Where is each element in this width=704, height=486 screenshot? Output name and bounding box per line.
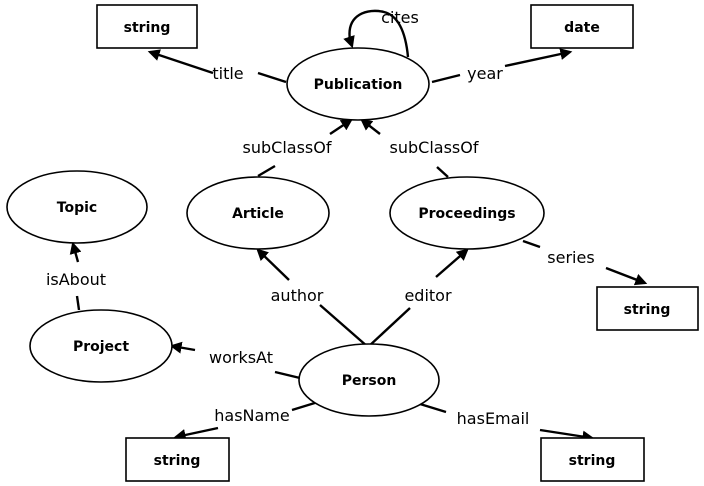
edge-editor-label: editor <box>404 286 452 305</box>
edge-author-line <box>256 248 290 281</box>
edge-title-line <box>147 49 214 75</box>
node-topic: Topic <box>6 170 148 244</box>
edge-hasname-line-tail <box>291 400 319 412</box>
edge-year-label: year <box>467 64 503 83</box>
edge-hasname-line <box>173 426 219 441</box>
edge-series-line-tail <box>522 239 541 249</box>
edge-author-line-tail <box>319 304 369 348</box>
edge-editor-line-tail <box>367 307 411 348</box>
edge-isabout-label: isAbout <box>46 270 106 289</box>
literal-year-box: date <box>530 4 634 49</box>
literal-title-box: string <box>96 4 198 49</box>
edge-subclassof-article-line <box>257 164 276 178</box>
literal-series-box: string <box>596 286 699 331</box>
literal-hasemail-label: string <box>569 453 616 469</box>
literal-title-label: string <box>124 20 171 36</box>
edge-isabout-line-tail <box>75 295 81 311</box>
edge-hasemail-line <box>539 428 595 443</box>
node-project-label: Project <box>73 339 129 355</box>
edge-worksat-label: worksAt <box>209 348 273 367</box>
edge-subclassof-proceedings-line-head <box>360 118 381 135</box>
edge-editor-line <box>435 248 469 278</box>
node-article-label: Article <box>232 206 284 222</box>
edge-author-label: author <box>271 286 324 305</box>
node-person-label: Person <box>342 373 397 389</box>
edge-isabout-line <box>69 241 82 263</box>
edge-subclassof-article-line-head <box>329 118 353 135</box>
edge-hasname-label: hasName <box>214 406 289 425</box>
literal-series-label: string <box>624 302 671 318</box>
node-publication: Publication <box>286 47 430 121</box>
edge-subclassof-article-label: subClassOf <box>243 138 332 157</box>
literal-hasname-label: string <box>154 453 201 469</box>
edge-worksat-line-tail <box>274 370 301 380</box>
node-topic-label: Topic <box>57 200 97 216</box>
edge-year-line <box>504 48 573 68</box>
edge-title-line-tail <box>257 71 287 84</box>
edge-cites-loop <box>343 9 410 58</box>
edge-year-line-tail <box>431 73 461 84</box>
edge-cites-label: cites <box>381 8 419 27</box>
edge-series-line <box>605 266 648 286</box>
edge-hasemail-line-tail <box>419 402 447 414</box>
edge-worksat-line <box>169 341 196 354</box>
literal-hasname-box: string <box>125 437 230 482</box>
node-publication-label: Publication <box>314 77 403 93</box>
edge-subclassof-proceedings-label: subClassOf <box>390 138 479 157</box>
edge-series-label: series <box>547 248 594 267</box>
literal-year-label: date <box>564 20 600 36</box>
edge-title-label: title <box>212 64 243 83</box>
node-project: Project <box>29 309 173 383</box>
node-proceedings: Proceedings <box>389 176 545 250</box>
node-article: Article <box>186 176 330 250</box>
literal-hasemail-box: string <box>540 437 645 482</box>
edge-subclassof-proceedings-line <box>436 166 449 178</box>
node-proceedings-label: Proceedings <box>418 206 515 222</box>
edge-hasemail-label: hasEmail <box>457 409 530 428</box>
node-person: Person <box>298 343 440 417</box>
